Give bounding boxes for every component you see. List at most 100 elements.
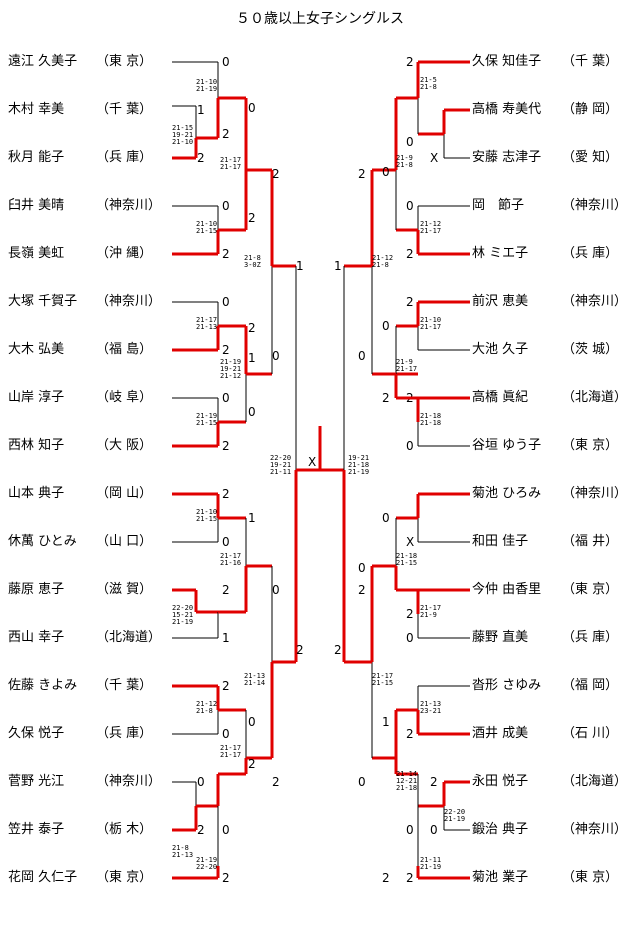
game-score: 21-17	[372, 672, 393, 680]
match-score: 0	[222, 823, 230, 837]
match-score: 2	[406, 607, 414, 621]
right-player-prefecture: （兵 庫）	[562, 246, 619, 261]
game-score: 21-10	[196, 508, 217, 516]
right-player-prefecture: （神奈川）	[562, 486, 628, 501]
match-score: 0	[222, 727, 230, 741]
right-player-name: 鍛治 典子	[472, 822, 529, 837]
left-player-prefecture: （千 葉）	[96, 102, 153, 117]
right-player-name: 菊池 業子	[472, 870, 529, 885]
right-player-name: 今仲 由香里	[472, 582, 542, 597]
right-player-name: 菊池 ひろみ	[472, 486, 542, 501]
game-score: 21-13	[420, 700, 441, 708]
right-player-name: 沓形 さゆみ	[472, 678, 542, 693]
match-score: 0	[222, 391, 230, 405]
match-score: 2	[382, 871, 390, 885]
game-score: 21-8	[420, 83, 437, 91]
left-player-prefecture: （東 京）	[96, 870, 153, 885]
right-player-name: 酒井 成美	[472, 726, 529, 741]
game-score: 21-17	[220, 156, 241, 164]
right-player-prefecture: （神奈川）	[562, 294, 628, 309]
match-score: 0	[358, 349, 366, 363]
right-player-prefecture: （福 井）	[562, 534, 619, 549]
right-player-name: 谷垣 ゆう子	[472, 438, 542, 453]
game-score: 21-19	[444, 815, 465, 823]
right-player-name: 林 ミエ子	[472, 246, 529, 261]
match-score: 1	[248, 351, 256, 365]
left-player-prefecture: （兵 庫）	[96, 150, 153, 165]
left-player-prefecture: （大 阪）	[96, 438, 153, 453]
game-score: 21-18	[396, 784, 417, 792]
page-title: ５０歳以上女子シングルス	[236, 11, 404, 27]
game-score: 21-15	[196, 419, 217, 427]
left-player-name: 休萬 ひとみ	[8, 534, 77, 549]
right-player-name: 久保 知佳子	[472, 54, 542, 69]
match-score: 2	[222, 343, 230, 357]
left-player-prefecture: （神奈川）	[96, 198, 162, 213]
right-player-name: 安藤 志津子	[472, 150, 542, 165]
game-score: 21-10	[172, 138, 193, 146]
left-player-prefecture: （岡 山）	[96, 486, 153, 501]
match-score: 0	[197, 775, 205, 789]
match-score: 2	[248, 321, 256, 335]
left-player-name: 山本 典子	[8, 486, 65, 501]
match-score: 0	[430, 823, 438, 837]
left-player-name: 花岡 久仁子	[8, 870, 78, 885]
match-score: 2	[382, 391, 390, 405]
match-score: 2	[406, 871, 414, 885]
match-score: 0	[382, 511, 390, 525]
game-score: 12-21	[396, 777, 417, 785]
match-score: 1	[382, 715, 390, 729]
match-score: 2	[222, 871, 230, 885]
right-player-prefecture: （神奈川）	[562, 822, 628, 837]
right-player-prefecture: （東 京）	[562, 582, 619, 597]
game-score: 21-18	[420, 419, 441, 427]
game-score: 21-14	[396, 770, 417, 778]
game-score: 21-16	[220, 559, 241, 567]
right-player-name: 高橋 寿美代	[472, 102, 542, 117]
left-player-name: 久保 悦子	[8, 726, 65, 741]
game-score: 15-21	[172, 611, 193, 619]
left-player-name: 秋月 能子	[8, 150, 65, 165]
match-score: 2	[222, 487, 230, 501]
game-score: 21-19	[348, 468, 369, 476]
game-score: 21-9	[396, 358, 413, 366]
game-score: 21-15	[372, 679, 393, 687]
match-score: 2	[248, 757, 256, 771]
match-score: 0	[248, 405, 256, 419]
right-player-name: 和田 佳子	[472, 534, 529, 549]
game-score: 22-20	[270, 454, 291, 462]
game-score: 21-9	[396, 154, 413, 162]
match-score: 0	[248, 101, 256, 115]
game-score: 21-18	[348, 461, 369, 469]
game-score: 21-13	[172, 851, 193, 859]
match-score: 0	[382, 319, 390, 333]
game-score: 21-15	[196, 227, 217, 235]
game-score: 21-19	[420, 863, 441, 871]
match-score: 2	[430, 775, 438, 789]
left-player-name: 菅野 光江	[8, 774, 65, 789]
match-score: 0	[406, 199, 414, 213]
right-player-prefecture: （静 岡）	[562, 102, 619, 117]
game-score: 21-11	[270, 468, 291, 476]
match-score: 1	[222, 631, 230, 645]
game-score: 21-18	[420, 412, 441, 420]
match-score: 1	[296, 259, 304, 273]
match-score: 2	[406, 247, 414, 261]
match-score: 2	[272, 167, 280, 181]
left-player-name: 臼井 美晴	[8, 198, 65, 213]
game-score: 21-11	[420, 856, 441, 864]
game-score: 21-17	[220, 163, 241, 171]
left-player-name: 佐藤 きよみ	[8, 678, 78, 693]
game-score: 21-13	[244, 672, 265, 680]
right-player-prefecture: （千 葉）	[562, 54, 619, 69]
left-player-name: 長嶺 美虹	[8, 246, 65, 261]
left-player-prefecture: （沖 縄）	[96, 246, 153, 261]
right-player-prefecture: （兵 庫）	[562, 630, 619, 645]
match-score: 0	[222, 295, 230, 309]
match-score: 2	[358, 167, 366, 181]
game-score: 22-20	[444, 808, 465, 816]
right-player-prefecture: （神奈川）	[562, 198, 628, 213]
right-player-prefecture: （石 川）	[562, 726, 619, 741]
right-player-name: 永田 悦子	[472, 774, 529, 789]
match-score: 1	[334, 259, 342, 273]
